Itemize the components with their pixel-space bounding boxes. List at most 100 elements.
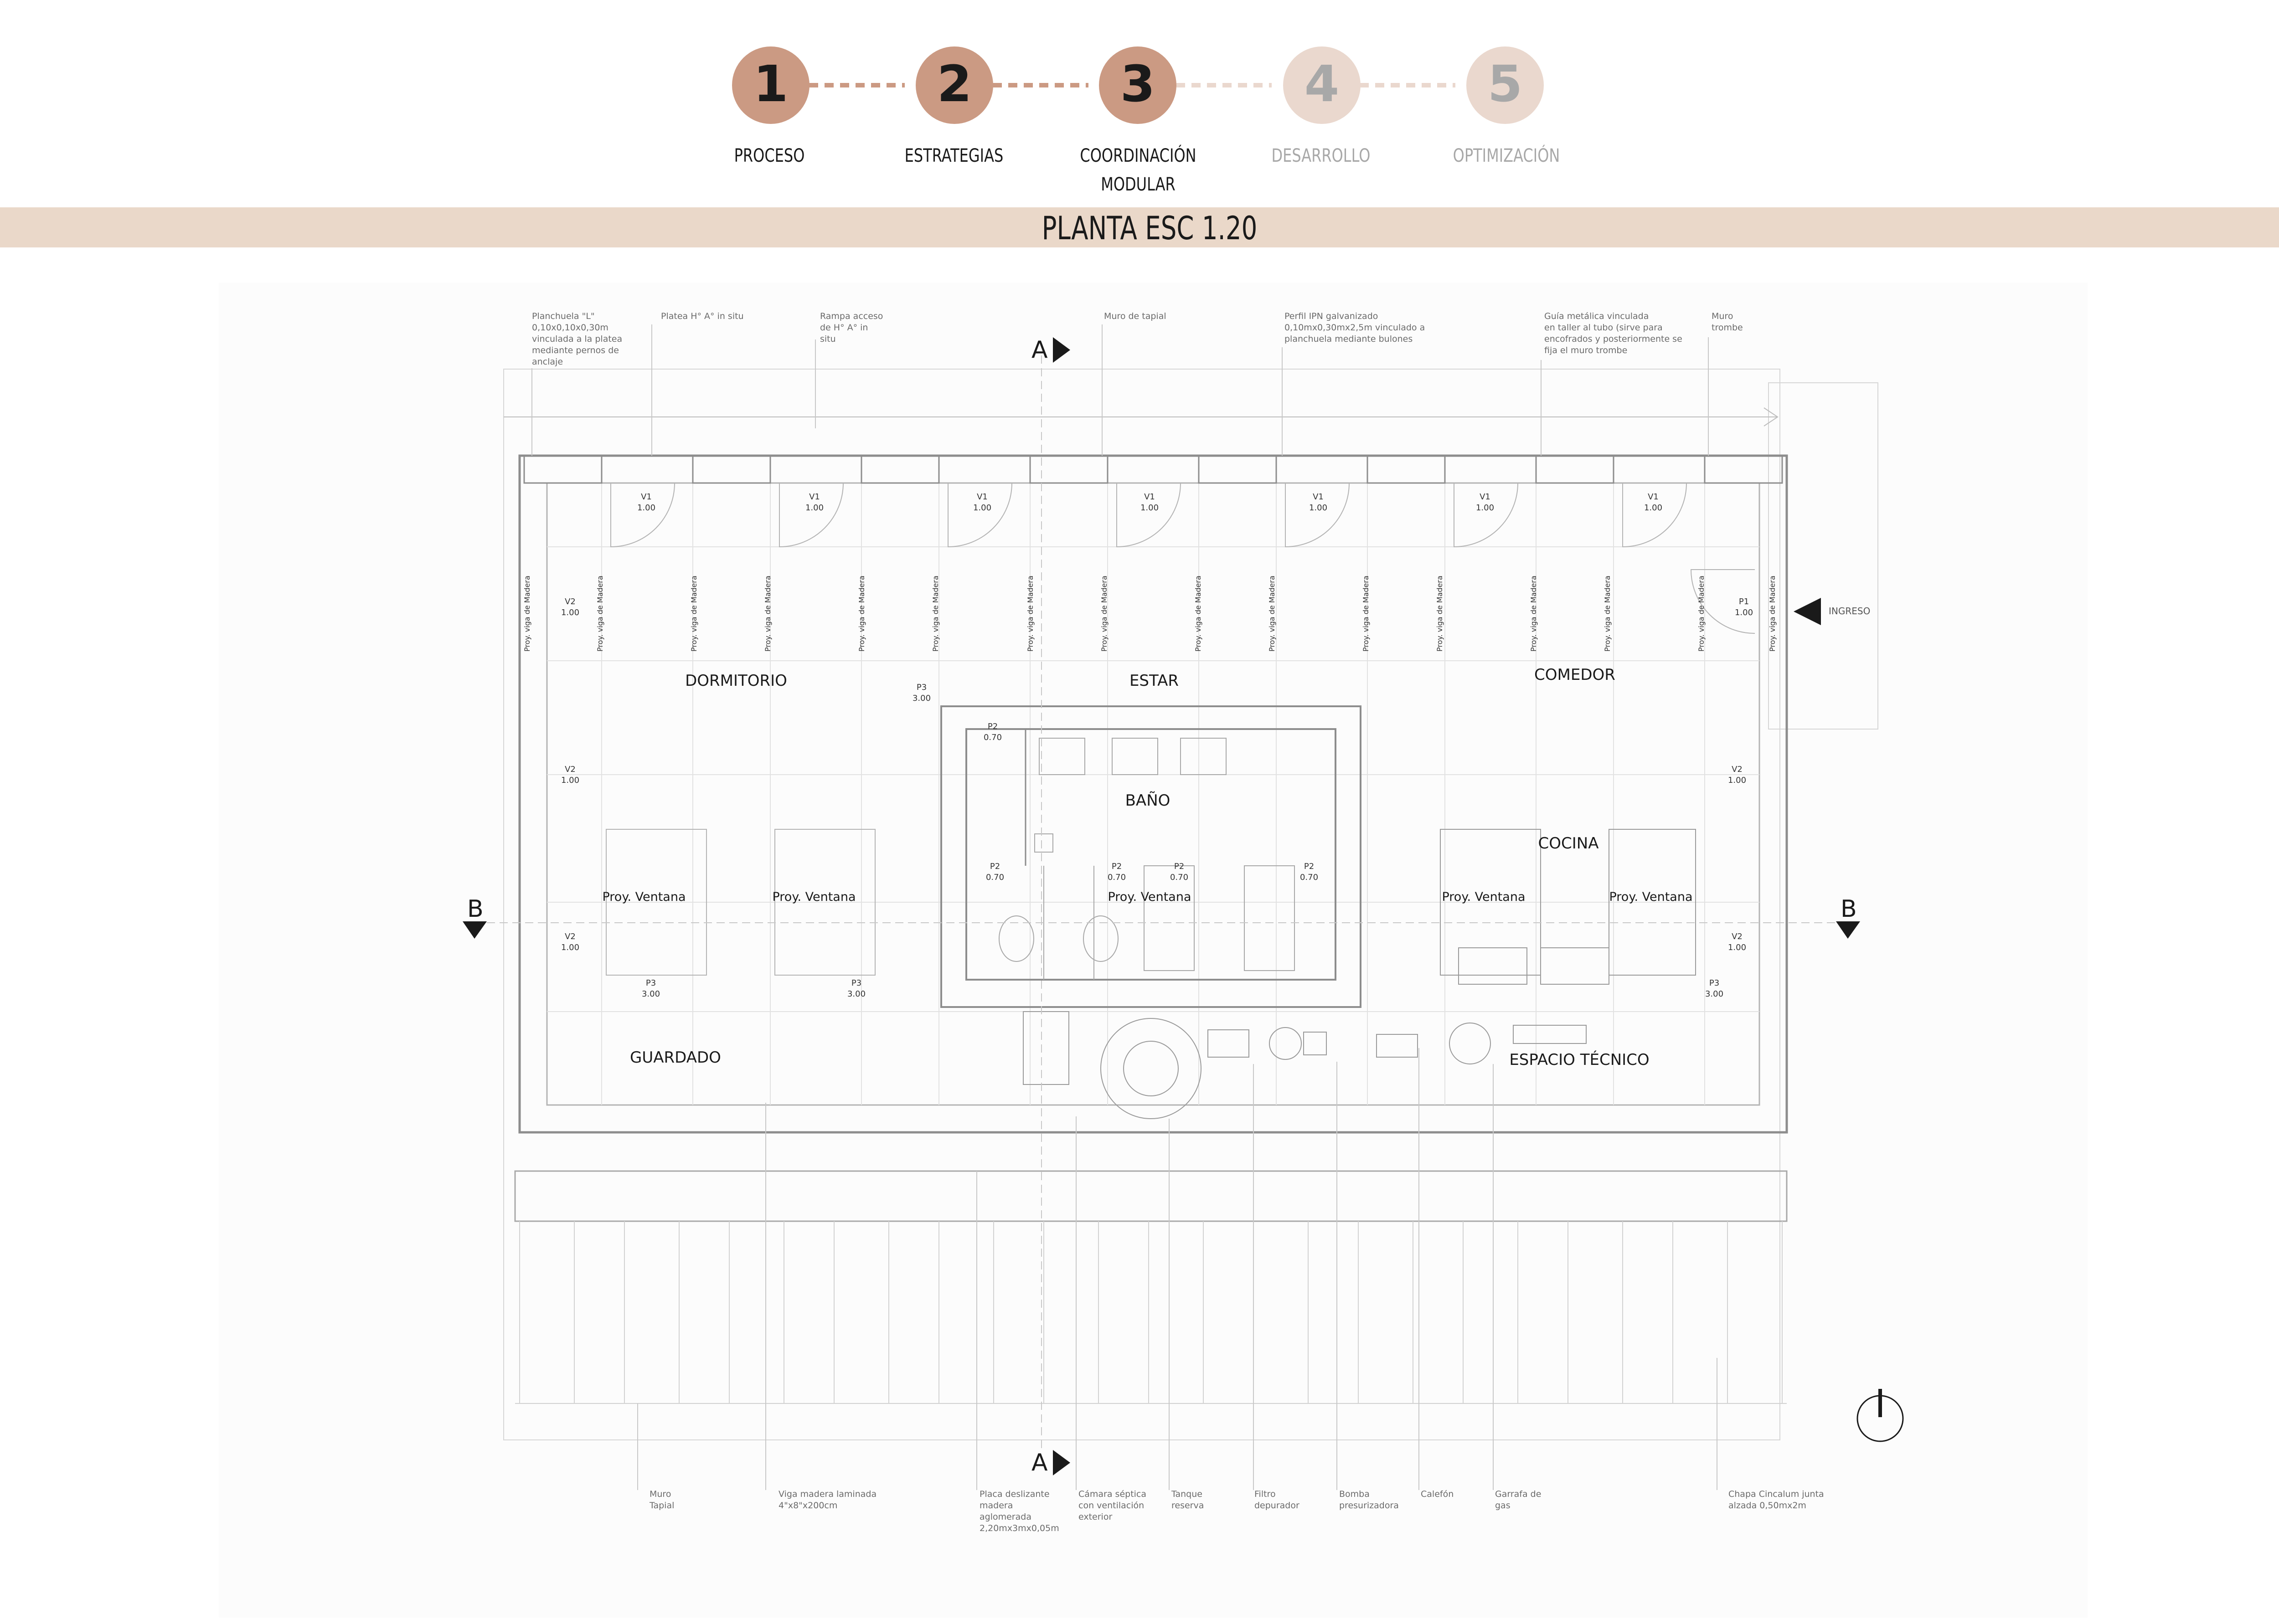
svg-text:P1: P1 <box>1739 597 1749 606</box>
svg-text:V1: V1 <box>1144 492 1155 502</box>
note-placa-deslizante: Placa deslizante madera aglomerada 2,20m… <box>980 1489 1059 1533</box>
svg-text:V2: V2 <box>1732 932 1743 941</box>
svg-text:P2: P2 <box>988 722 998 731</box>
tag-v1: V11.00 <box>1140 492 1159 513</box>
note-perfil-ipn: Perfil IPN galvanizado 0,10mx0,30mx2,5m … <box>1284 311 1428 344</box>
beam-label: Proy. viga de Madera <box>1268 576 1276 652</box>
cut-a-top-arrow-icon <box>1053 337 1070 363</box>
note-rampa: Rampa acceso de H° A° in situ <box>820 311 886 344</box>
note-filtro-depurador: Filtro depurador <box>1254 1489 1299 1511</box>
svg-text:1.00: 1.00 <box>637 503 655 513</box>
room-labels: DORMITORIO ESTAR COMEDOR BAÑO COCINA GUA… <box>630 666 1650 1069</box>
bathroom-inner <box>965 728 1336 981</box>
svg-text:0.70: 0.70 <box>1300 873 1318 882</box>
note-muro-trombe: Muro trombe <box>1712 311 1743 333</box>
note-viga-madera: Viga madera laminada 4"x8"x200cm <box>779 1489 879 1511</box>
step-1-label: PROCESO <box>734 144 805 166</box>
door-swings-top <box>610 483 1755 634</box>
cut-b-left-letter: B <box>467 895 484 923</box>
bottom-annotations: Muro Tapial Viga madera laminada 4"x8"x2… <box>649 1489 1824 1533</box>
svg-text:P3: P3 <box>646 978 656 988</box>
svg-text:1.00: 1.00 <box>805 503 824 513</box>
step-3[interactable]: 3 COORDINACIÓN MODULAR <box>1080 46 1196 195</box>
note-platea: Platea H° A° in situ <box>661 311 744 321</box>
tag-p3: P33.00 <box>847 978 866 999</box>
window-labels: Proy. Ventana Proy. Ventana Proy. Ventan… <box>602 890 1692 904</box>
svg-text:1.00: 1.00 <box>973 503 991 513</box>
svg-text:V2: V2 <box>565 765 576 774</box>
window-label: Proy. Ventana <box>1108 890 1191 904</box>
cut-b-left-arrow-icon <box>463 921 487 939</box>
step-4-number: 4 <box>1304 55 1340 113</box>
svg-text:V1: V1 <box>1313 492 1324 502</box>
beam-label: Proy. viga de Madera <box>763 576 772 652</box>
window-label: Proy. Ventana <box>772 890 856 904</box>
svg-text:P3: P3 <box>917 683 927 692</box>
svg-text:P2: P2 <box>1112 862 1122 871</box>
note-guia-metalica: Guía metálica vinculada en taller al tub… <box>1544 311 1685 355</box>
svg-text:V1: V1 <box>641 492 652 502</box>
inner-wall-line <box>546 482 1760 1106</box>
svg-text:P2: P2 <box>1174 862 1184 871</box>
cut-b-right-letter: B <box>1841 895 1857 923</box>
svg-text:1.00: 1.00 <box>1728 943 1746 952</box>
top-leaders <box>531 324 1709 456</box>
svg-text:1.00: 1.00 <box>561 776 579 785</box>
step-progress: 1 PROCESO 2 ESTRATEGIAS 3 COORDINACIÓN M… <box>732 46 1560 195</box>
floor-plan <box>474 355 1878 1449</box>
beam-label: Proy. viga de Madera <box>1026 576 1035 652</box>
tag-v2: V2 1.00 <box>1728 932 1746 952</box>
bathroom-outer <box>940 705 1361 1008</box>
window-label: Proy. Ventana <box>602 890 686 904</box>
beam-labels: Proy. viga de Madera Proy. viga de Mader… <box>523 576 1777 652</box>
svg-text:0.70: 0.70 <box>984 733 1002 742</box>
beam-label: Proy. viga de Madera <box>1435 576 1444 652</box>
technical-equipment <box>1023 1011 1587 1119</box>
beam-label: Proy. viga de Madera <box>1100 576 1109 652</box>
beam-label: Proy. viga de Madera <box>1768 576 1777 652</box>
tag-v1: V11.00 <box>973 492 991 513</box>
north-arrow-icon <box>1856 1389 1904 1442</box>
step-1[interactable]: 1 PROCESO <box>732 46 810 166</box>
step-4-circle <box>1283 46 1361 124</box>
pergola-rafters <box>515 1221 1787 1404</box>
svg-text:0.70: 0.70 <box>1108 873 1126 882</box>
beam-label: Proy. viga de Madera <box>690 576 698 652</box>
svg-text:0.70: 0.70 <box>1170 873 1188 882</box>
step-2-circle <box>916 46 993 124</box>
note-garrafa: Garrafa de gas <box>1495 1489 1544 1511</box>
tag-v1: V11.00 <box>1309 492 1327 513</box>
svg-text:V2: V2 <box>565 597 576 606</box>
tag-p3: P33.00 <box>1705 978 1723 999</box>
svg-text:1.00: 1.00 <box>1309 503 1327 513</box>
svg-text:V1: V1 <box>1648 492 1659 502</box>
window-label: Proy. Ventana <box>1442 890 1525 904</box>
step-3-label: COORDINACIÓN <box>1080 144 1196 166</box>
step-5-circle <box>1466 46 1544 124</box>
tag-p1: P11.00 <box>1735 597 1753 617</box>
cut-a-bottom-arrow-icon <box>1053 1450 1070 1475</box>
tag-p2: P20.70 <box>986 862 1004 882</box>
tag-v2: V21.00 <box>1728 765 1746 785</box>
tag-v2: V21.00 <box>561 932 579 952</box>
room-comedor: COMEDOR <box>1534 666 1615 684</box>
beam-label: Proy. viga de Madera <box>1361 576 1370 652</box>
svg-text:0.70: 0.70 <box>986 873 1004 882</box>
svg-text:1.00: 1.00 <box>1476 503 1494 513</box>
step-3-label-line2: MODULAR <box>1101 173 1176 195</box>
svg-text:1.00: 1.00 <box>1140 503 1159 513</box>
beam-label: Proy. viga de Madera <box>931 576 940 652</box>
opening-tags: V11.00 V11.00 V11.00 V11.00 V11.00 V11.0… <box>561 492 1753 999</box>
svg-text:V2: V2 <box>565 932 576 941</box>
svg-text:3.00: 3.00 <box>642 989 660 999</box>
title-banner <box>0 207 2279 247</box>
tag-p2: P2 0.70 <box>984 722 1002 742</box>
step-5[interactable]: 5 OPTIMIZACIÓN <box>1453 46 1560 166</box>
svg-text:1.00: 1.00 <box>1728 776 1746 785</box>
step-4[interactable]: 4 DESARROLLO <box>1271 46 1371 166</box>
svg-text:V1: V1 <box>977 492 988 502</box>
top-modules <box>523 455 1783 484</box>
top-annotations: Planchuela "L" 0,10x0,10x0,30m vinculada… <box>532 311 1743 367</box>
step-2[interactable]: 2 ESTRATEGIAS <box>905 46 1004 166</box>
